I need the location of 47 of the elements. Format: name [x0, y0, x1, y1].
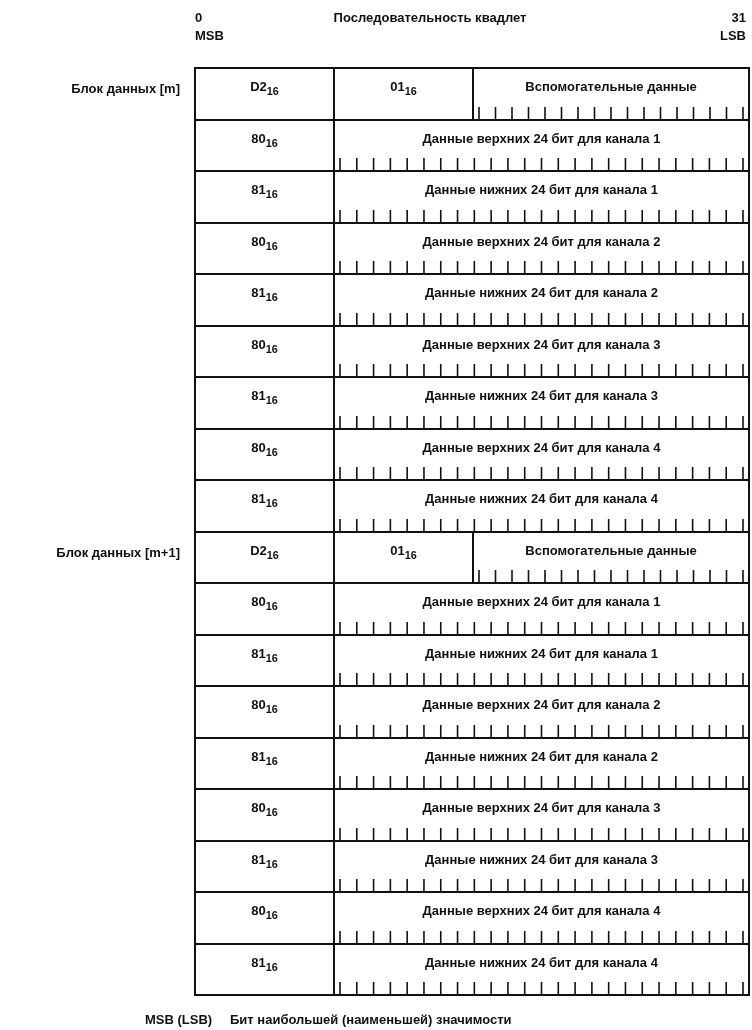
cell-text: 81$_{16}$	[251, 851, 278, 867]
cell-text: 01$_{16}$	[390, 542, 417, 558]
cell-text: 81$_{16}$	[251, 182, 278, 197]
cell-text: 01$_{16}$	[390, 79, 417, 94]
cell-text: 80$_{16}$	[251, 697, 278, 712]
block-label: Блок данных [m]	[71, 81, 180, 96]
cell-text: Данные нижних 24 бит для канала 1	[425, 182, 658, 197]
block-label: Блок данных [m+1]	[56, 544, 180, 560]
cell-text: 80$_{16}$	[251, 439, 278, 455]
cell-text: 80$_{16}$	[251, 800, 278, 815]
abbreviation-definition: Бит наибольшей (наименьшей) значимости	[230, 1012, 512, 1027]
cell-text: Данные нижних 24 бит для канала 1	[425, 645, 658, 661]
cell-text: Данные верхних 24 бит для канала 2	[422, 233, 661, 249]
cell-text: Данные верхних 24 бит для канала 2	[422, 697, 661, 712]
cell-text: Данные нижних 24 бит для канала 2	[425, 285, 658, 300]
cell-text: Данные верхних 24 бит для канала 1	[422, 130, 661, 146]
cell-text: Данные нижних 24 бит для канала 2	[425, 748, 658, 764]
cell-text: Данные верхних 24 бит для канала 4	[422, 903, 661, 918]
bit-order-label: LSB	[720, 28, 746, 43]
bit-number: 31	[731, 10, 746, 25]
bit-order-label: MSB	[195, 28, 224, 43]
cell-text: Данные нижних 24 бит для канала 4	[425, 954, 658, 970]
cell-text: Данные верхних 24 бит для канала 3	[422, 336, 661, 352]
cell-text: 80$_{16}$	[251, 594, 278, 609]
cell-text: 81$_{16}$	[251, 285, 278, 300]
cell-text: 80$_{16}$	[251, 903, 278, 918]
cell-text: 81$_{16}$	[251, 645, 278, 661]
cell-text: 81$_{16}$	[251, 748, 278, 764]
cell-text: D2$_{16}$	[250, 79, 279, 94]
sequence-heading: Последовательность квадлет	[333, 10, 527, 25]
cell-text: D2$_{16}$	[250, 542, 279, 558]
cell-text: Данные верхних 24 бит для канала 1	[422, 594, 661, 609]
cell-text: 81$_{16}$	[251, 954, 278, 970]
bit-number: 0	[195, 10, 203, 25]
cell-text: 80$_{16}$	[251, 130, 278, 146]
cell-text: Данные верхних 24 бит для канала 3	[422, 800, 661, 815]
abbreviation: MSB (LSB)	[145, 1012, 213, 1027]
cell-text: Вспомогательные данные	[525, 79, 697, 94]
cell-text: Вспомогательные данные	[525, 542, 697, 558]
cell-text: Данные нижних 24 бит для канала 3	[425, 851, 658, 867]
cell-text: Данные нижних 24 бит для канала 4	[425, 491, 658, 506]
cell-text: Данные нижних 24 бит для канала 3	[425, 388, 658, 403]
cell-text: 81$_{16}$	[251, 388, 278, 403]
cell-text: 81$_{16}$	[251, 491, 278, 506]
cell-text: 80$_{16}$	[251, 233, 278, 249]
cell-text: 80$_{16}$	[251, 336, 278, 352]
cell-text: Данные верхних 24 бит для канала 4	[422, 439, 661, 455]
